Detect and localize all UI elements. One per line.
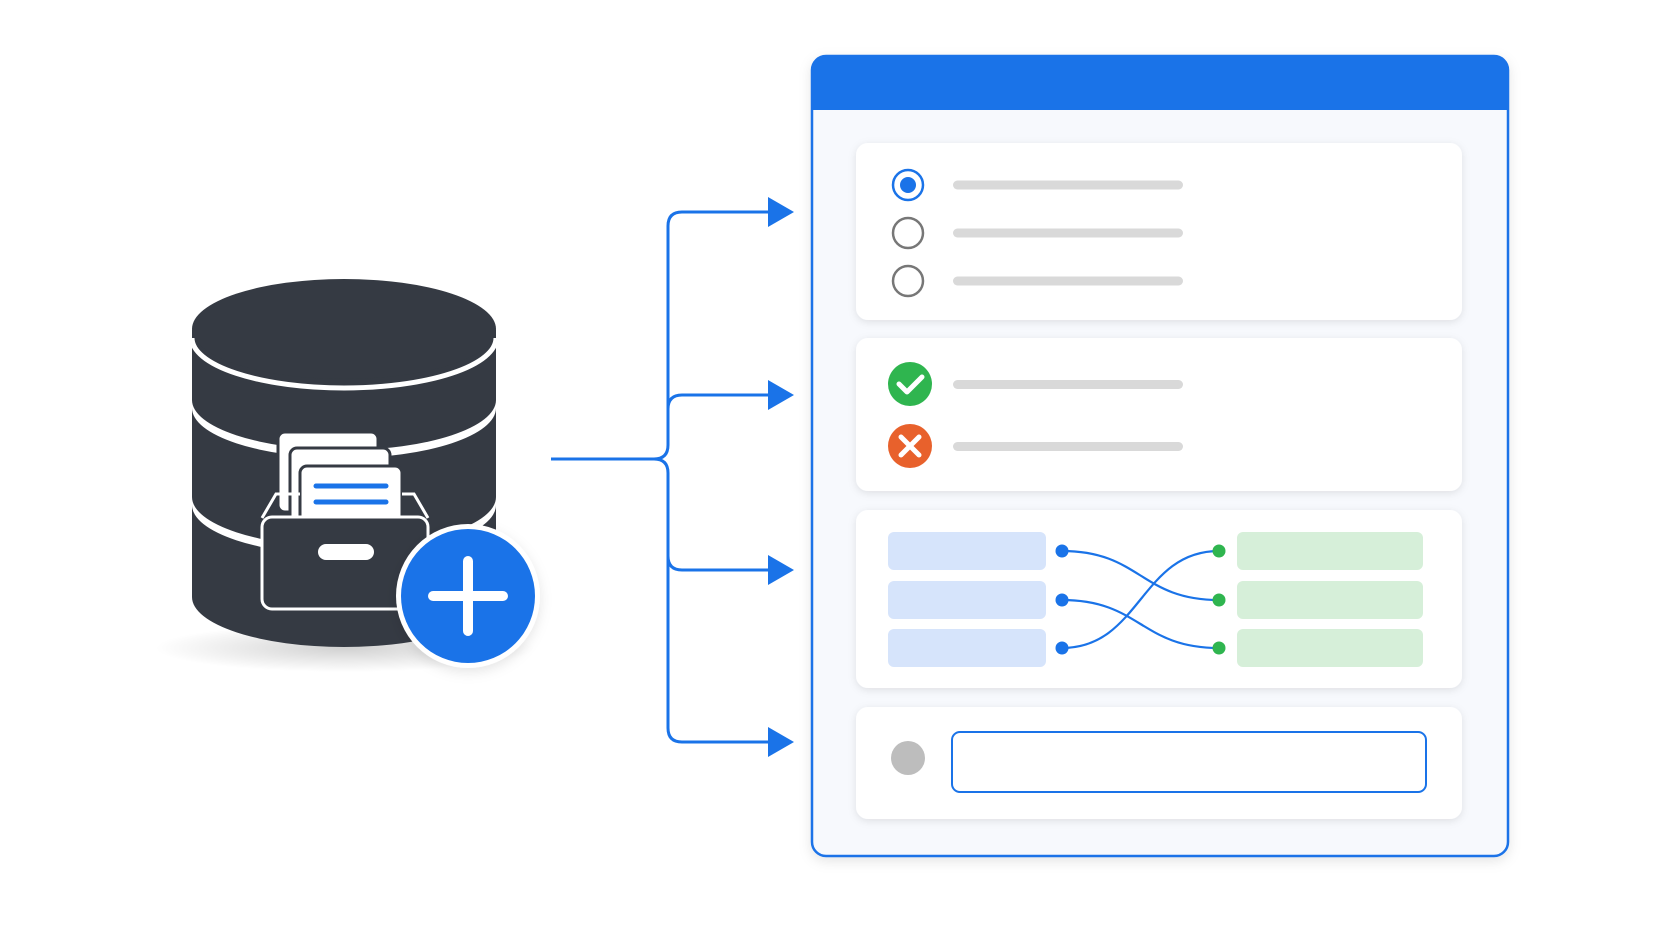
match-right-item[interactable] [1237,532,1423,570]
match-right-dot[interactable] [1212,641,1226,655]
option-placeholder-line [953,180,1183,190]
option-placeholder-line [953,228,1183,238]
match-right-dot[interactable] [1212,593,1226,607]
arrow-right-icon [768,727,794,757]
match-left-dot[interactable] [1055,544,1069,558]
arrow-right-icon [768,197,794,227]
match-right-item[interactable] [1237,629,1423,667]
arrow-right-icon [768,380,794,410]
short-answer-input[interactable] [951,731,1427,793]
multiple-choice-card [856,143,1462,320]
option-placeholder-line [953,442,1183,451]
file-archive-icon [260,430,430,611]
form-header-bar [812,56,1508,110]
option-placeholder-line [953,380,1183,389]
match-right-dot[interactable] [1212,544,1226,558]
connector-bracket [653,210,683,744]
connector-branch [666,555,683,572]
match-connection-line [1061,549,1220,650]
check-circle-icon[interactable] [888,362,932,406]
true-false-card [856,338,1462,491]
connector-lines [551,197,794,757]
match-right-item[interactable] [1237,581,1423,619]
match-connection-line [1061,549,1220,602]
plus-circle-icon [396,524,540,668]
match-left-dot[interactable] [1055,593,1069,607]
matching-card [856,510,1462,688]
match-left-dot[interactable] [1055,641,1069,655]
option-placeholder-line [953,276,1183,286]
match-left-item[interactable] [888,629,1046,667]
match-left-item[interactable] [888,581,1046,619]
short-answer-card [856,707,1462,819]
match-left-item[interactable] [888,532,1046,570]
connector-branch [666,393,683,410]
match-connection-line [1061,598,1220,650]
neutral-dot [891,741,925,775]
radio-option[interactable] [891,264,925,298]
x-circle-icon[interactable] [888,424,932,468]
arrow-right-icon [768,555,794,585]
radio-option-selected[interactable] [891,168,925,202]
radio-option[interactable] [891,216,925,250]
